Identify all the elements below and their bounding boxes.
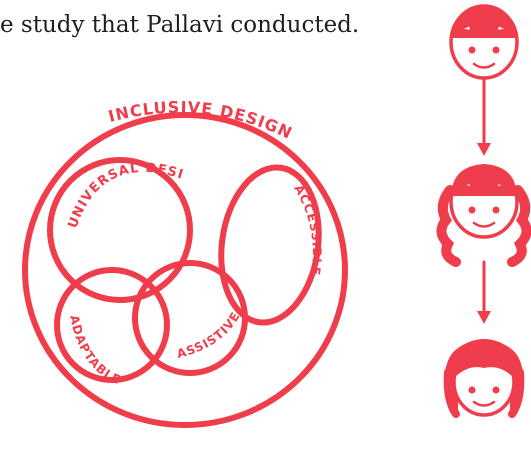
face-short-hair-icon — [451, 6, 517, 78]
face-sequence — [441, 6, 526, 415]
label-accessible: ACCESSIBLE — [291, 182, 324, 277]
inclusive-design-circle — [25, 115, 345, 425]
face-braids-icon — [441, 164, 526, 262]
face-bob-hair-icon — [445, 339, 524, 415]
universal-design-circle — [50, 160, 190, 300]
